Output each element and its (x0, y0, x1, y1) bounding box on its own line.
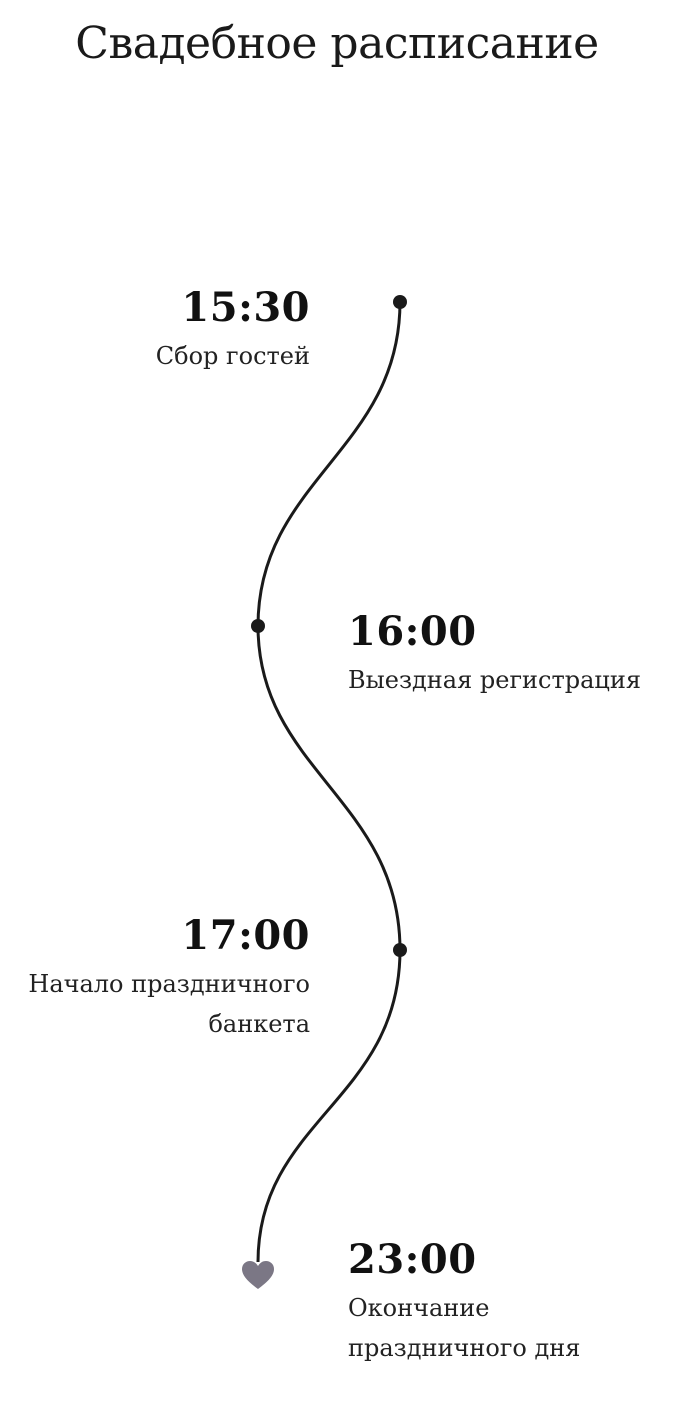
schedule-item: 16:00 Выездная регистрация (348, 612, 641, 700)
event-description: Начало праздничного банкета (28, 970, 310, 1038)
event-time: 16:00 (348, 608, 477, 655)
event-description: Окончание праздничного дня (348, 1294, 581, 1362)
schedule-item: 23:00 Окончание праздничного дня (348, 1240, 608, 1368)
event-time: 15:30 (181, 284, 310, 331)
event-time: 17:00 (181, 912, 310, 959)
schedule-item: 15:30 Сбор гостей (156, 288, 310, 376)
page-title: Свадебное расписание (75, 18, 599, 69)
event-time: 23:00 (348, 1236, 477, 1283)
event-description: Сбор гостей (155, 342, 310, 370)
schedule-item: 17:00 Начало праздничного банкета (10, 916, 310, 1044)
timeline-dot (251, 619, 265, 633)
timeline-dot (393, 295, 407, 309)
event-description: Выездная регистрация (348, 666, 641, 694)
heart-icon (242, 1261, 274, 1289)
timeline-line (256, 301, 402, 1263)
timeline-dot (393, 943, 407, 957)
